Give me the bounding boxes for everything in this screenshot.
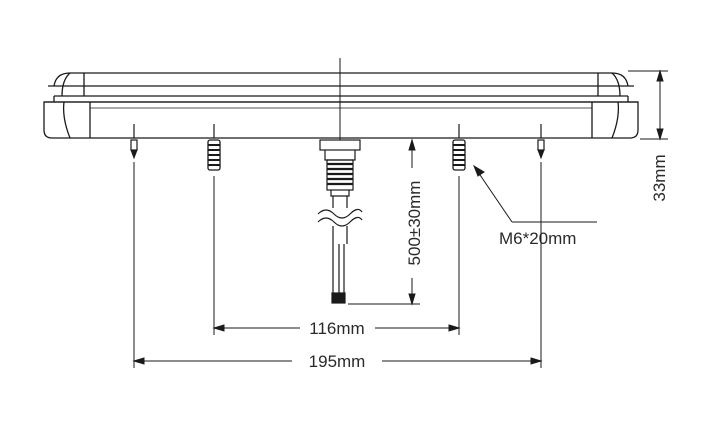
threaded-stud-right [452, 124, 466, 171]
lamp-housing [43, 72, 639, 139]
cable [317, 196, 363, 304]
cable-length-label: 500±30mm [405, 181, 424, 266]
outer-spacing-label: 195mm [309, 352, 366, 371]
height-label: 33mm [650, 154, 669, 201]
cable-gland [319, 139, 361, 197]
thread-leader [472, 164, 597, 223]
thread-label: M6*20mm [499, 229, 576, 248]
threaded-stud-left [207, 124, 221, 171]
height-dimension [628, 69, 668, 141]
inner-spacing-dimension [212, 176, 461, 335]
outer-spacing-dimension [132, 162, 543, 368]
inner-spacing-label: 116mm [309, 319, 364, 338]
outer-stud-left [130, 124, 138, 160]
outer-stud-right [537, 124, 545, 160]
